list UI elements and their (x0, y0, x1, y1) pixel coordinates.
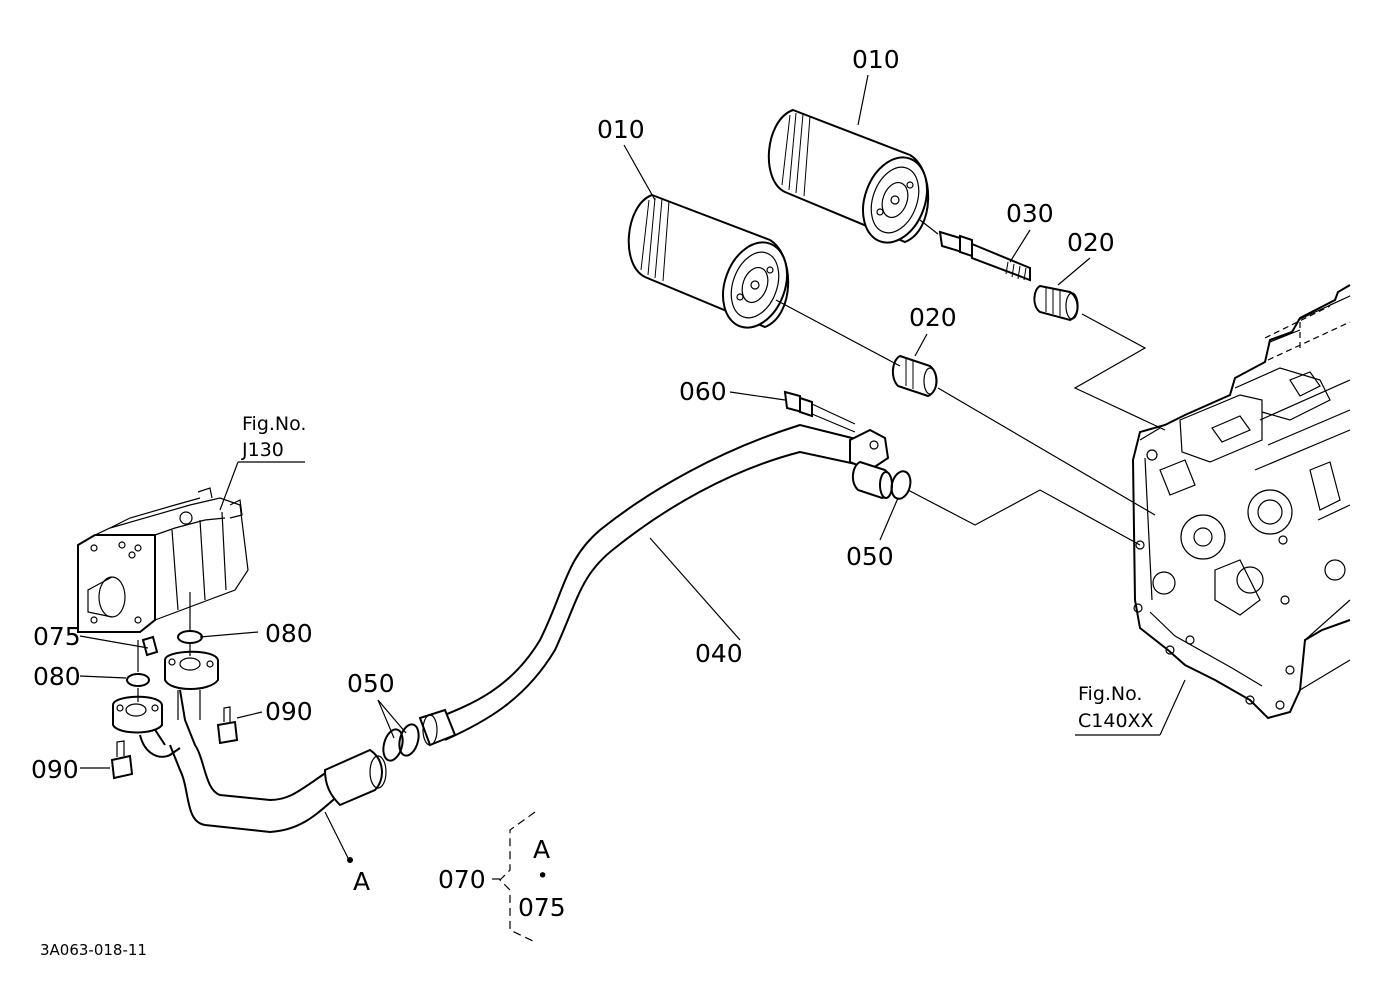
label-060: 060 (679, 377, 727, 406)
label-080-left: 080 (33, 662, 81, 691)
o-ring-pipe-end (890, 470, 912, 500)
label-020-right: 020 (1067, 228, 1115, 257)
bolt-left (110, 740, 134, 780)
plug-bolt (783, 390, 856, 433)
label-070: 070 (438, 865, 486, 894)
ref-j130-title: Fig.No. (242, 413, 306, 435)
legend-dot: • (537, 865, 548, 887)
filter-cartridge-left (627, 193, 790, 329)
drawing-code: 3A063-018-11 (40, 941, 147, 959)
transmission-case (1131, 284, 1351, 720)
legend-075: 075 (518, 893, 566, 922)
dowel-pin (141, 635, 159, 657)
label-030: 030 (1006, 199, 1054, 228)
label-point-a: A (353, 867, 370, 896)
ref-c140-number: C140XX (1078, 710, 1154, 732)
label-020-middle: 020 (909, 303, 957, 332)
o-ring-lower (126, 673, 150, 687)
label-050-left: 050 (347, 669, 395, 698)
ref-c140-title: Fig.No. (1078, 683, 1142, 705)
assembly-bracket (492, 811, 536, 943)
label-090-left: 090 (31, 755, 79, 784)
suction-pipe (139, 689, 387, 834)
leader-lines (79, 74, 1186, 863)
label-040: 040 (695, 639, 743, 668)
adapter-right (1033, 284, 1079, 322)
label-090-right: 090 (265, 697, 313, 726)
assembly-lines (137, 219, 1166, 702)
hydraulic-pump (77, 487, 249, 633)
legend-a: A (533, 835, 550, 864)
adapter-middle (892, 354, 938, 398)
label-010-top: 010 (852, 45, 900, 74)
label-050-right: 050 (846, 542, 894, 571)
delivery-pipe (418, 423, 893, 747)
label-010-left: 010 (597, 115, 645, 144)
o-rings-suction (382, 723, 420, 762)
o-ring-upper (177, 630, 203, 644)
label-075: 075 (33, 622, 81, 651)
label-080-right: 080 (265, 619, 313, 648)
flange-lower (112, 695, 163, 734)
stud-bolt (938, 230, 1031, 282)
flange-upper (164, 650, 219, 720)
filter-cartridge-top (767, 108, 930, 244)
ref-j130-number: J130 (241, 439, 284, 461)
bolt-right (216, 706, 239, 745)
